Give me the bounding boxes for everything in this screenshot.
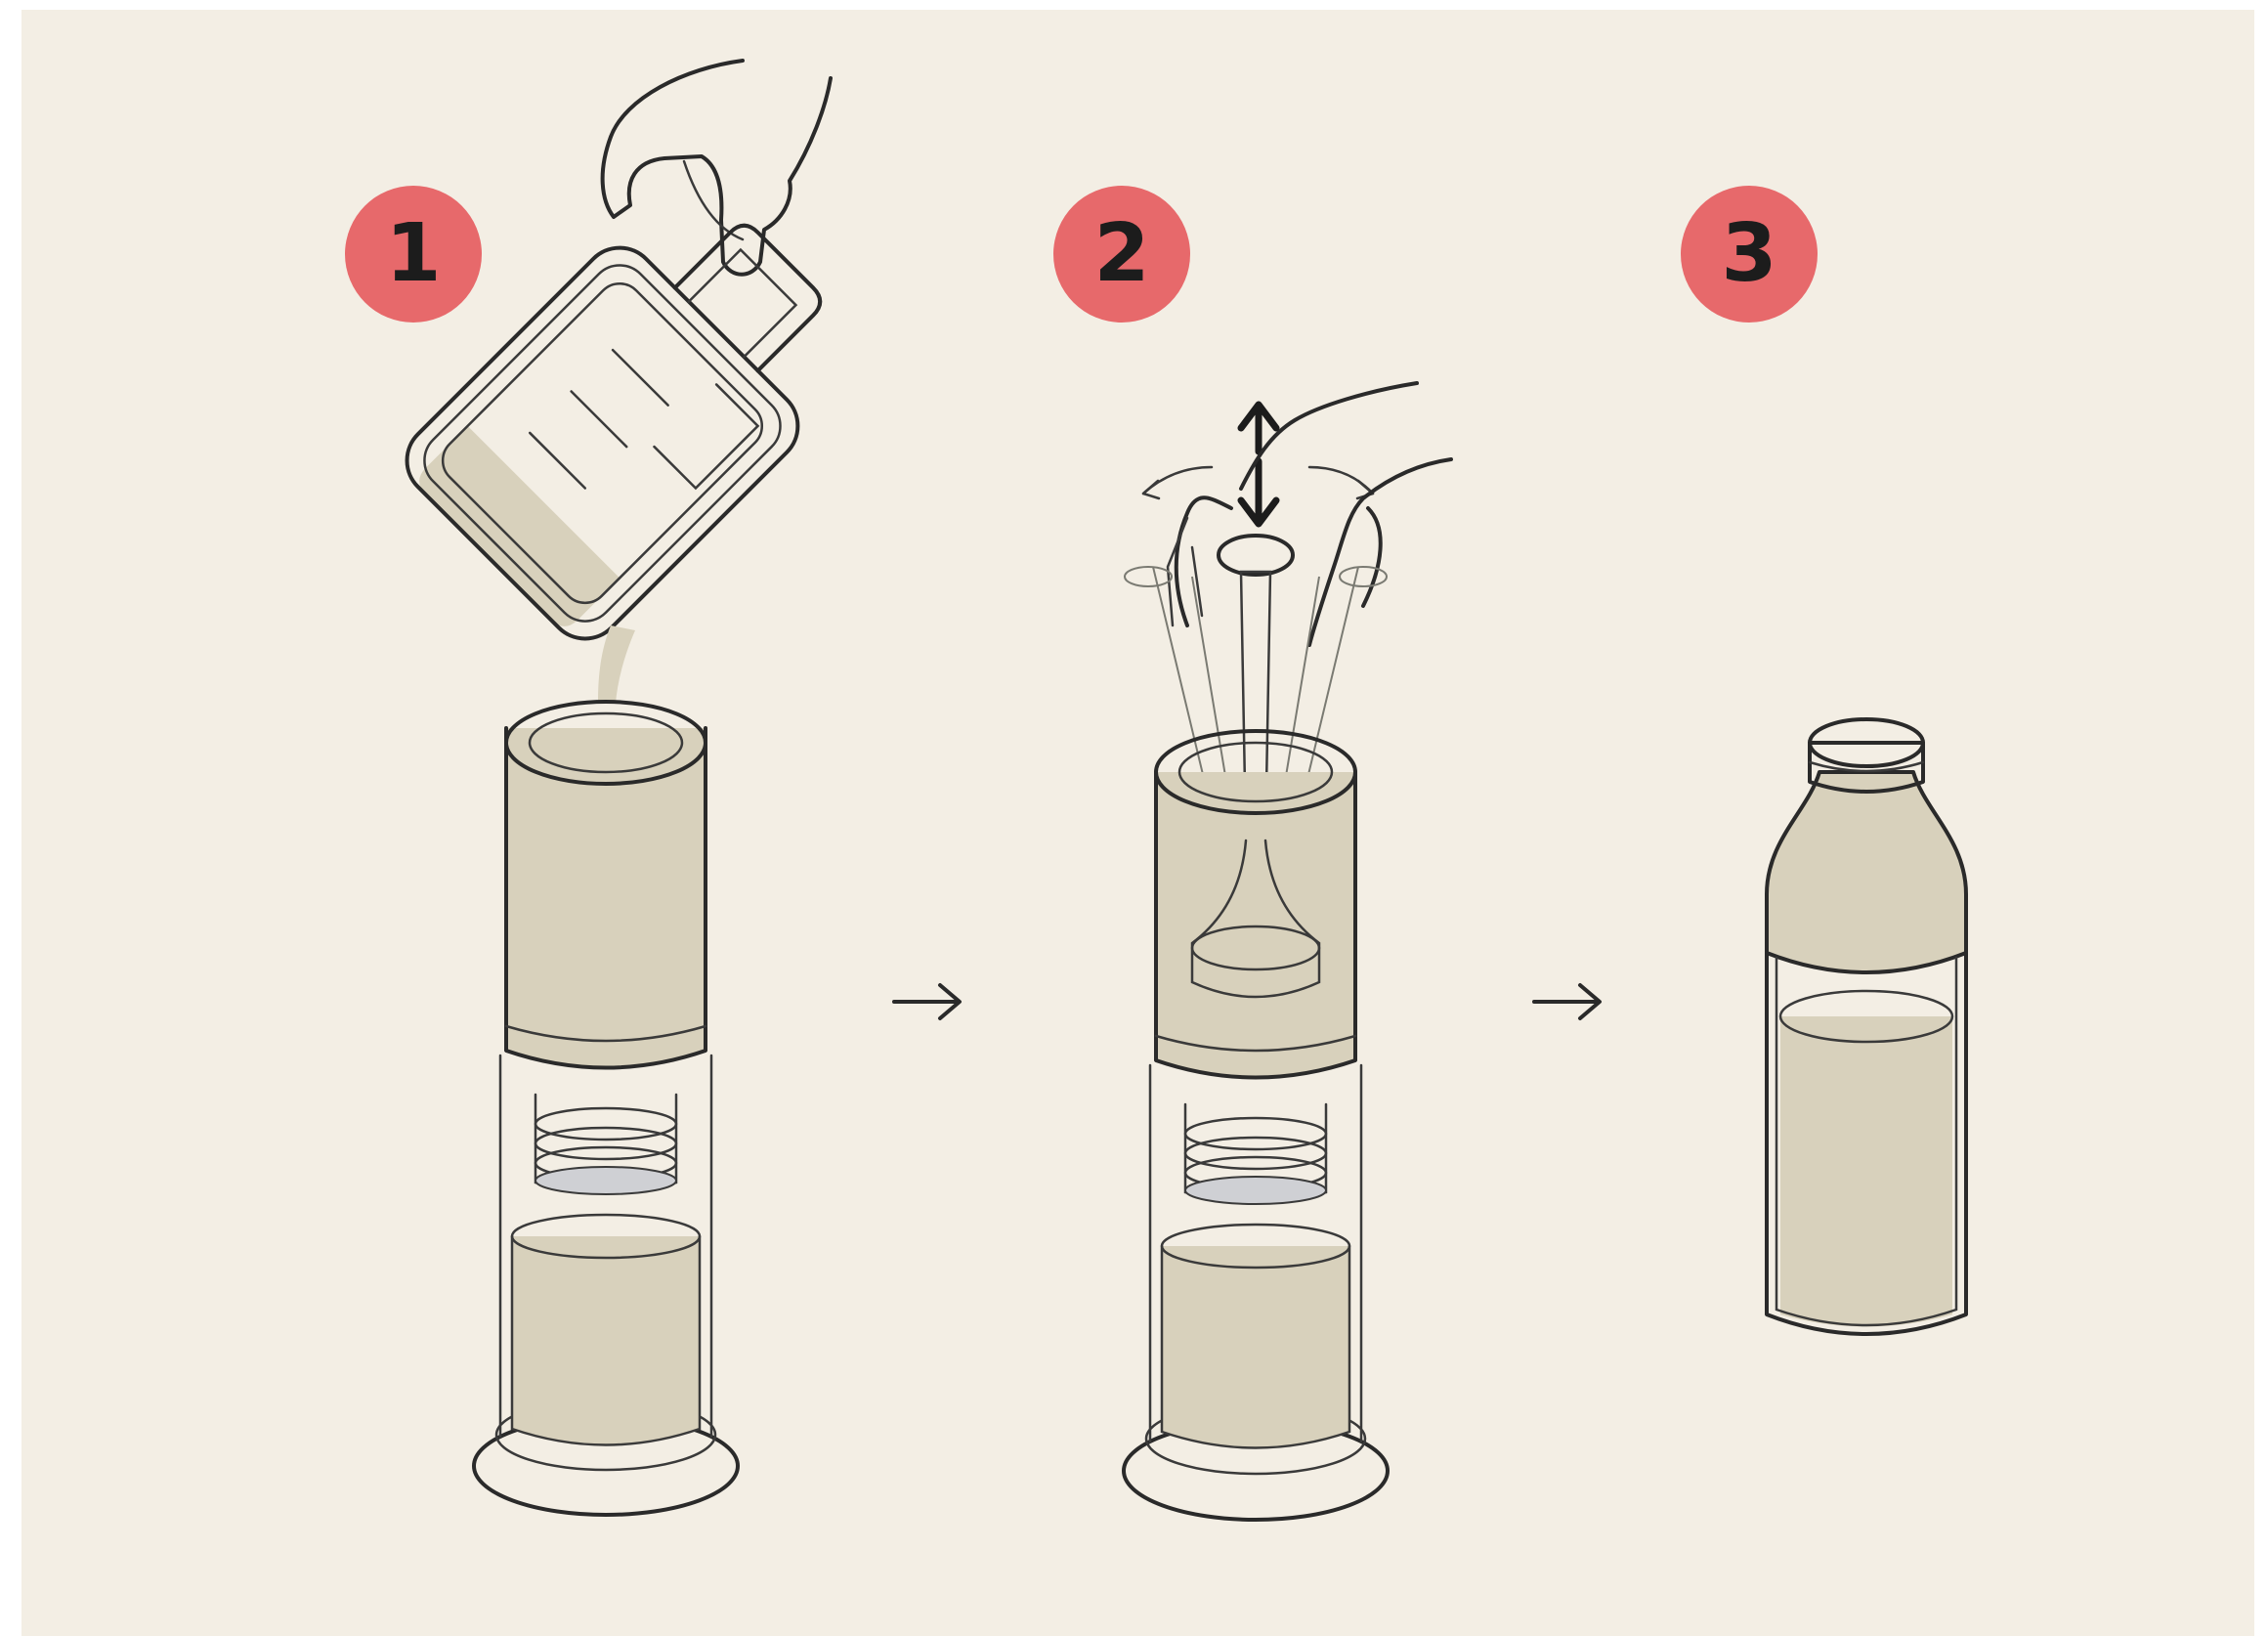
pour-stream — [598, 625, 635, 704]
step-3-bottle-illustration — [1767, 719, 1966, 1334]
step-1-pour-illustration — [392, 61, 882, 1515]
hand-icon — [603, 61, 831, 275]
arrow-right-icon — [1534, 985, 1600, 1018]
hand-icon — [1168, 383, 1451, 645]
press-motion-arrows-icon — [1143, 405, 1373, 524]
cold-brew-maker-icon — [1124, 731, 1388, 1520]
step-2-press-illustration — [1124, 383, 1451, 1520]
arrow-right-icon — [894, 985, 960, 1018]
bottle-icon — [1767, 719, 1966, 1334]
cold-brew-maker-icon — [474, 702, 738, 1515]
pitcher-icon — [392, 163, 882, 654]
